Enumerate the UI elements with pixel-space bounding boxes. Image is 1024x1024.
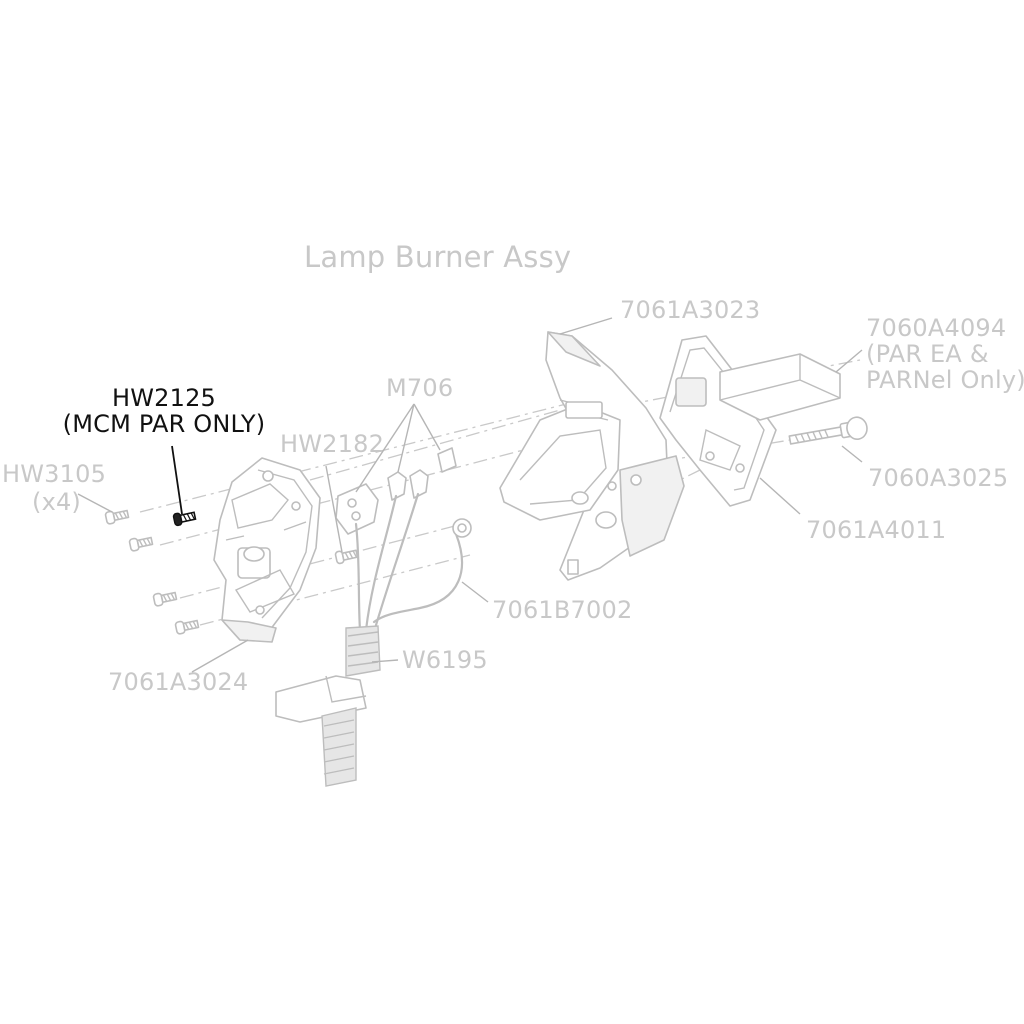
socket-plate-7061a4011: [659, 335, 777, 507]
label-w6195: W6195: [402, 646, 488, 674]
leader-lines: [77, 317, 863, 673]
label-hw3105: HW3105: [2, 460, 107, 488]
connectors-m706: [335, 447, 457, 535]
reflector-housing-7061a3023: [499, 331, 685, 581]
label-hw2125-note: (MCM PAR ONLY): [62, 410, 266, 438]
screw-hw2182: [334, 549, 359, 565]
label-7061a3024: 7061A3024: [108, 668, 249, 696]
diagram-title: Lamp Burner Assy: [304, 240, 572, 274]
label-hw2125: HW2125: [111, 384, 217, 412]
label-m706: M706: [386, 374, 454, 402]
label-7061b7002: 7061B7002: [492, 596, 633, 624]
label-7060a4094: 7060A4094: [866, 314, 1007, 342]
base-housing-7061a3024: [213, 457, 321, 643]
label-7060a4094-note1: (PAR EA &: [866, 340, 989, 368]
label-7060a4094-note2: PARNel Only): [866, 366, 1024, 394]
label-7061a3023: 7061A3023: [620, 296, 761, 324]
ground-wire-7061b7002: [372, 518, 472, 624]
bolt-7060a3025: [788, 416, 868, 445]
cover-box-7060a4094: [719, 353, 841, 421]
label-7061a4011: 7061A4011: [806, 516, 947, 544]
screws-hw3105: [104, 509, 200, 635]
screw-hw2125: [172, 511, 197, 527]
label-hw3105-qty: (x4): [32, 488, 81, 516]
wire-harness-w6195: [275, 492, 420, 787]
label-7060a3025: 7060A3025: [868, 464, 1009, 492]
label-hw2182: HW2182: [280, 430, 385, 458]
